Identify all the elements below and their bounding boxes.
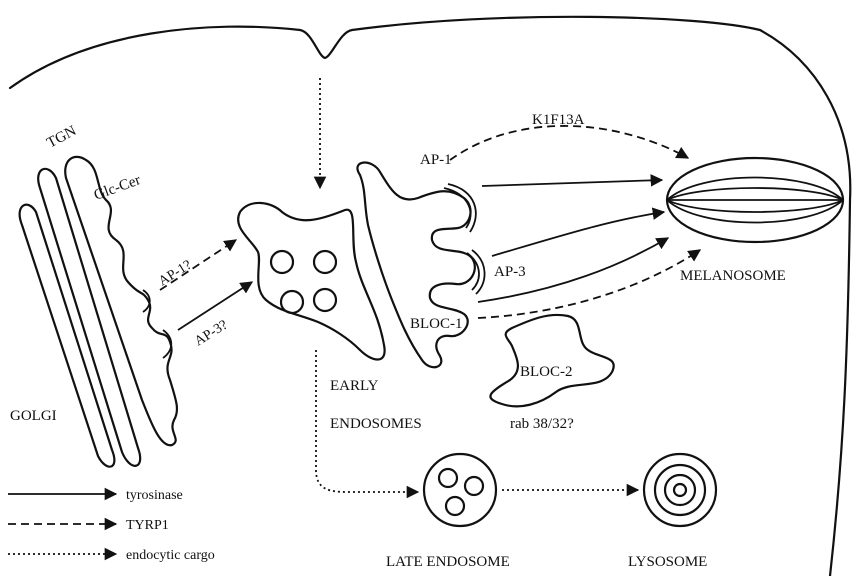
label-tgn: TGN [44, 123, 79, 152]
label-ap3: AP-3 [494, 264, 526, 280]
late-endosome-vesicle-1 [439, 469, 457, 487]
label-late-endosome: LATE ENDOSOME [386, 554, 510, 570]
label-bloc2: BLOC-2 [520, 364, 573, 380]
label-rab: rab 38/32? [510, 416, 574, 432]
label-glc-cer: Glc-Cer [92, 172, 143, 204]
late-endosome-vesicle-3 [446, 497, 464, 515]
label-bloc1: BLOC-1 [410, 316, 463, 332]
endosome-vesicle-4 [314, 289, 336, 311]
tgn-cisterna [65, 157, 177, 445]
bloc2-compartment [490, 315, 613, 406]
label-early: EARLY [330, 378, 379, 394]
late-endosome-vesicle-2 [465, 477, 483, 495]
label-ap3-question: AP-3? [192, 318, 230, 350]
label-ap1-question: AP-1? [156, 258, 194, 290]
coat-ap3-b [467, 253, 479, 290]
label-endosomes: ENDOSOMES [330, 416, 422, 432]
legend-label-tyrosinase: tyrosinase [126, 488, 183, 503]
melanosome-striation-4 [667, 200, 843, 212]
label-kif13a: K1F13A [532, 112, 585, 128]
endosome-vesicle-3 [281, 291, 303, 313]
lysosome-ring-2 [655, 465, 705, 515]
legend-label-endocytic-cargo: endocytic cargo [126, 548, 215, 563]
arrow-kif13a [450, 126, 688, 160]
melanosome-striation-2 [667, 188, 843, 200]
label-melanosome: MELANOSOME [680, 268, 786, 284]
arrow-ap3-melanosome [492, 212, 664, 256]
arrow-ap1-melanosome [482, 180, 662, 186]
legend-label-tyrp1: TYRP1 [126, 518, 169, 533]
late-endosome [424, 454, 496, 526]
endosome-vesicle-1 [271, 251, 293, 273]
lysosome-ring-4 [674, 484, 686, 496]
golgi-cisterna-1 [20, 205, 115, 467]
arrow-bloc1-melanosome-dashed [478, 250, 700, 318]
label-lysosome: LYSOSOME [628, 554, 707, 570]
lysosome-ring-3 [665, 475, 695, 505]
label-ap1: AP-1 [420, 152, 452, 168]
endosome-vesicle-2 [314, 251, 336, 273]
early-endosome [238, 203, 384, 360]
label-golgi: GOLGI [10, 408, 57, 424]
legend: tyrosinase TYRP1 endocytic cargo [8, 488, 215, 563]
